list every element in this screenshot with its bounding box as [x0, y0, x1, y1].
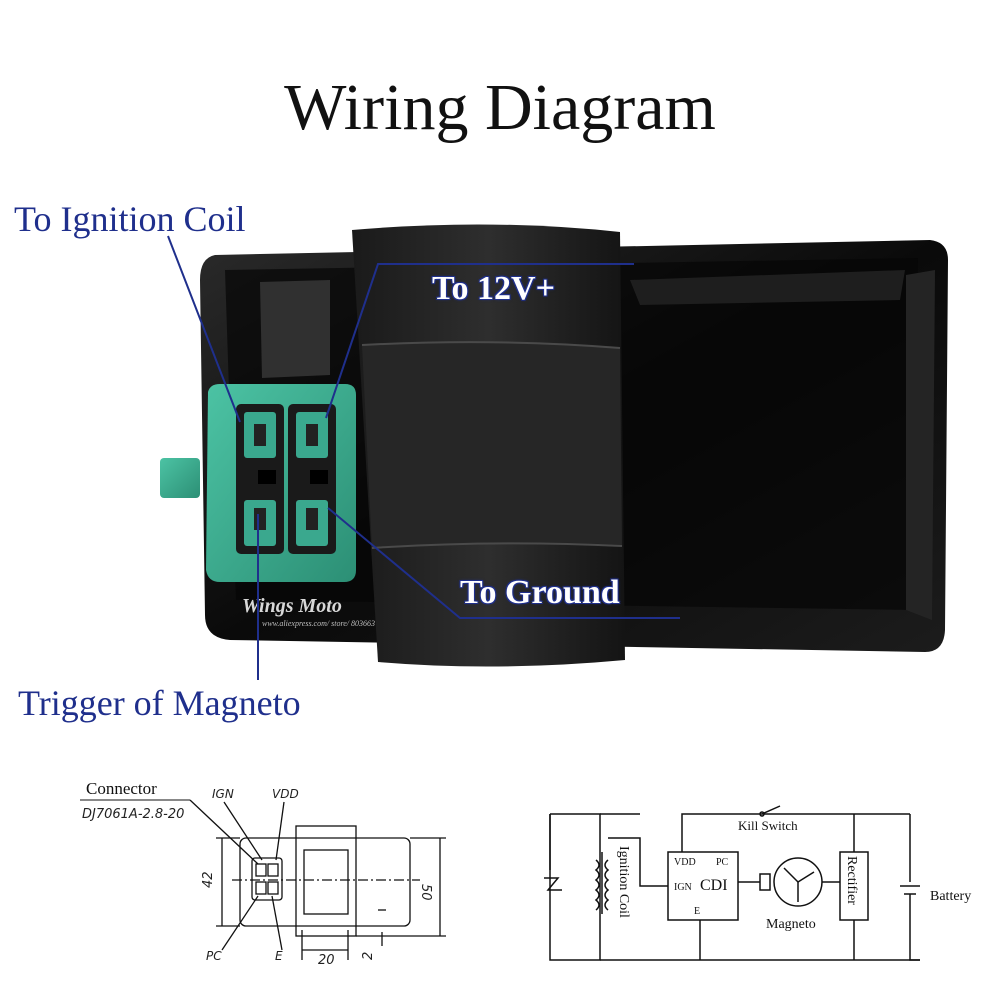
- connector-latch: [160, 458, 200, 498]
- pin-label-e: E: [275, 949, 283, 963]
- label-to-ground: To Ground: [460, 574, 620, 611]
- ignition-coil-label: Ignition Coil: [616, 846, 631, 918]
- page-title: Wiring Diagram: [284, 71, 716, 144]
- dim-42: 42: [201, 871, 216, 888]
- leader-lines: [167, 235, 680, 680]
- label-trigger-of-magneto: Trigger of Magneto: [18, 683, 301, 723]
- rectifier-label: Rectifier: [844, 856, 859, 905]
- pin-label-pc: PC: [206, 949, 222, 963]
- dim-20: 20: [318, 953, 335, 968]
- dim-50: 50: [418, 884, 433, 901]
- cdi-e-label: E: [694, 906, 700, 917]
- dim-2: 2: [361, 952, 376, 960]
- connector-title: Connector: [86, 779, 157, 798]
- label-to-ignition-coil: To Ignition Coil: [14, 199, 246, 239]
- battery-label: Battery: [930, 889, 971, 904]
- watermark-brand: Wings Moto: [242, 595, 342, 617]
- pin-label-ign: IGN: [212, 787, 234, 801]
- cdi-label: CDI: [700, 877, 728, 894]
- pin-label-vdd: VDD: [272, 787, 299, 801]
- cdi-ign-label: IGN: [674, 882, 692, 893]
- cdi-pc-label: PC: [716, 857, 729, 868]
- circuit-schematic: Kill Switch Ignition Coil VDD PC IGN CDI…: [544, 805, 971, 961]
- kill-switch-label: Kill Switch: [738, 818, 798, 833]
- connector-drawing: Connector DJ7061A-2.8-20 IGN VDD PC E: [80, 779, 446, 968]
- magneto-label: Magneto: [766, 917, 816, 932]
- connector-part-number: DJ7061A-2.8-20: [82, 807, 184, 822]
- label-to-12v: To 12V+: [432, 270, 555, 307]
- cdi-vdd-label: VDD: [674, 857, 696, 868]
- watermark-url: www.aliexpress.com/ store/ 803663: [262, 619, 375, 628]
